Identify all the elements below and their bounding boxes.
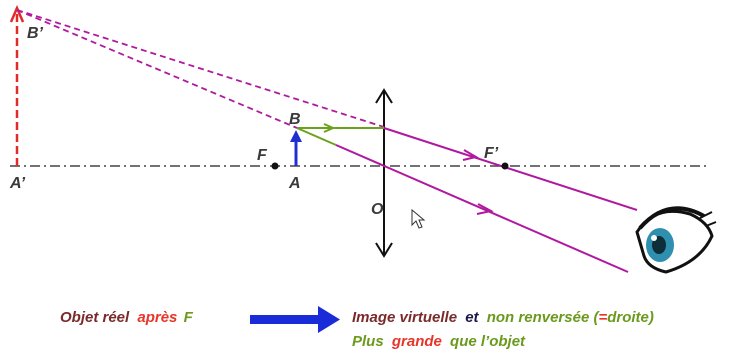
caption-right-line2-part2: grande — [391, 333, 442, 350]
focal-point-f-prime — [501, 162, 509, 170]
label-b: B — [289, 111, 301, 128]
caption-right-line1: Image virtuelle et non renversée (=droit… — [352, 309, 654, 326]
refracted-ray — [383, 127, 638, 211]
label-f: F — [257, 147, 268, 164]
object-arrow — [290, 130, 302, 166]
caption-left: Objet réel après F — [60, 309, 193, 326]
label-a-prime: A’ — [9, 175, 26, 192]
label-b-prime: B’ — [27, 25, 44, 42]
caption-right-part3: non renversée ( — [486, 309, 599, 326]
virtual-ray-extension-2 — [16, 9, 298, 129]
caption-right-part5: droite) — [607, 309, 654, 326]
cursor-icon — [411, 208, 426, 229]
label-a: A — [288, 175, 301, 192]
focal-point-f — [271, 162, 279, 170]
caption-right-line2: Plus grande que l’objet — [352, 333, 525, 350]
central-ray — [335, 144, 629, 273]
caption-right-line2-part1: Plus — [352, 333, 384, 350]
caption-right-part1: Image virtuelle — [352, 309, 458, 326]
arrow-icon — [250, 306, 340, 333]
virtual-ray-extension-1 — [16, 9, 385, 128]
caption-left-part2: après — [137, 309, 178, 326]
caption-left-part3: F — [183, 309, 193, 326]
caption-left-part1: Objet réel — [60, 309, 130, 326]
eye-icon — [635, 206, 717, 274]
caption-right-line2-part3: que l’objet — [450, 333, 526, 350]
label-f-prime: F’ — [484, 145, 499, 162]
caption-right-part4: = — [598, 309, 608, 326]
virtual-image-arrow — [9, 4, 25, 166]
label-o: O — [371, 201, 384, 218]
caption-right-part2: et — [465, 309, 479, 326]
central-ray-start — [296, 127, 337, 146]
converging-lens — [375, 88, 393, 258]
